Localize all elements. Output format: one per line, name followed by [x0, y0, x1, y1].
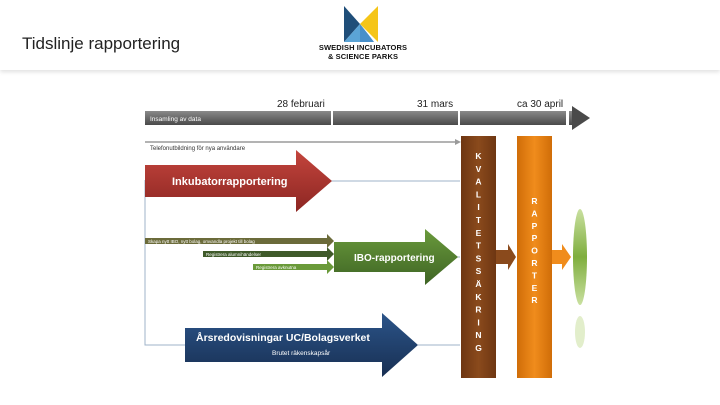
kvalitet-col-letter: E [476, 228, 482, 238]
swedish-incubators-logo-icon [344, 6, 378, 42]
kvalitet-col-letter: I [477, 202, 479, 212]
rapporter-col-letter: P [532, 221, 538, 231]
kvalitet-col-letter: I [477, 317, 479, 327]
rapporter-col-letter: P [532, 233, 538, 243]
arsredovisning-label: Årsredovisningar UC/Bolagsverket [196, 331, 370, 344]
rapporter-col-letter: R [531, 295, 537, 305]
rapporter-col-letter: E [532, 283, 538, 293]
rapporter-col-letter: R [531, 258, 537, 268]
logo: SWEDISH INCUBATORS & SCIENCE PARKS [308, 4, 418, 66]
insamling-label: Insamling av data [150, 116, 201, 123]
rapporter-col-letter: O [531, 246, 538, 256]
logo-text-line2: & SCIENCE PARKS [327, 52, 399, 61]
kvalitet-col-letter: R [475, 305, 481, 315]
timeline-bar: Insamling av data 28 februari 31 mars ca… [145, 99, 590, 130]
small-arrow-label-2: Registrera alumnihändelser [206, 252, 262, 257]
telefon-line: Telefonutbildning för nya användare [145, 139, 461, 152]
rapporter-col-letter: A [531, 208, 537, 218]
result-ellipse [573, 209, 587, 348]
kvalitet-col-letter: G [475, 343, 482, 353]
arsredovisning-sublabel: Brutet räkenskapsår [272, 349, 331, 357]
kvalitet-col-letter: S [476, 266, 482, 276]
date-31-mars: 31 mars [417, 99, 453, 110]
rapporter-col-letter: R [531, 196, 537, 206]
kvalitet-col-letter: K [475, 151, 482, 161]
date-ca-30-april: ca 30 april [517, 99, 563, 110]
slide-header: Tidslinje rapportering SWEDISH INCUBATOR… [0, 0, 720, 70]
small-arrow-label-3: Registrera avknutna [256, 265, 297, 270]
logo-text-line1: SWEDISH INCUBATORS [318, 43, 408, 52]
ibo-rapportering-label: IBO-rapportering [354, 253, 435, 264]
ibo-rapportering-arrow: IBO-rapportering [334, 229, 458, 285]
date-28-februari: 28 februari [277, 99, 325, 110]
arsredovisning-arrow: Årsredovisningar UC/Bolagsverket Brutet … [185, 313, 418, 377]
inkubatorrapportering-arrow: Inkubatorrapportering [145, 150, 332, 212]
kvalitet-col-letter: K [475, 292, 482, 302]
kvalitet-col-letter: A [475, 177, 481, 187]
kvalitet-col-letter: L [476, 189, 481, 199]
slide-title: Tidslinje rapportering [22, 34, 181, 53]
kvalitet-col-letter: Ä [475, 279, 481, 289]
kvalitet-col-letter: V [476, 164, 482, 174]
kvalitet-col-letter: T [476, 241, 482, 251]
rapporter-col-letter: T [532, 270, 538, 280]
small-arrow-label-1: Skapa nytt IBO, nytt bolag, omvandla pro… [148, 239, 255, 244]
kvalitet-col-letter: N [475, 330, 481, 340]
kvalitet-col-letter: T [476, 215, 482, 225]
small-arrows: Skapa nytt IBO, nytt bolag, omvandla pro… [145, 234, 334, 274]
kvalitet-col-letter: S [476, 253, 482, 263]
inkubatorrapportering-label: Inkubatorrapportering [172, 176, 288, 188]
telefon-label: Telefonutbildning för nya användare [150, 146, 246, 152]
